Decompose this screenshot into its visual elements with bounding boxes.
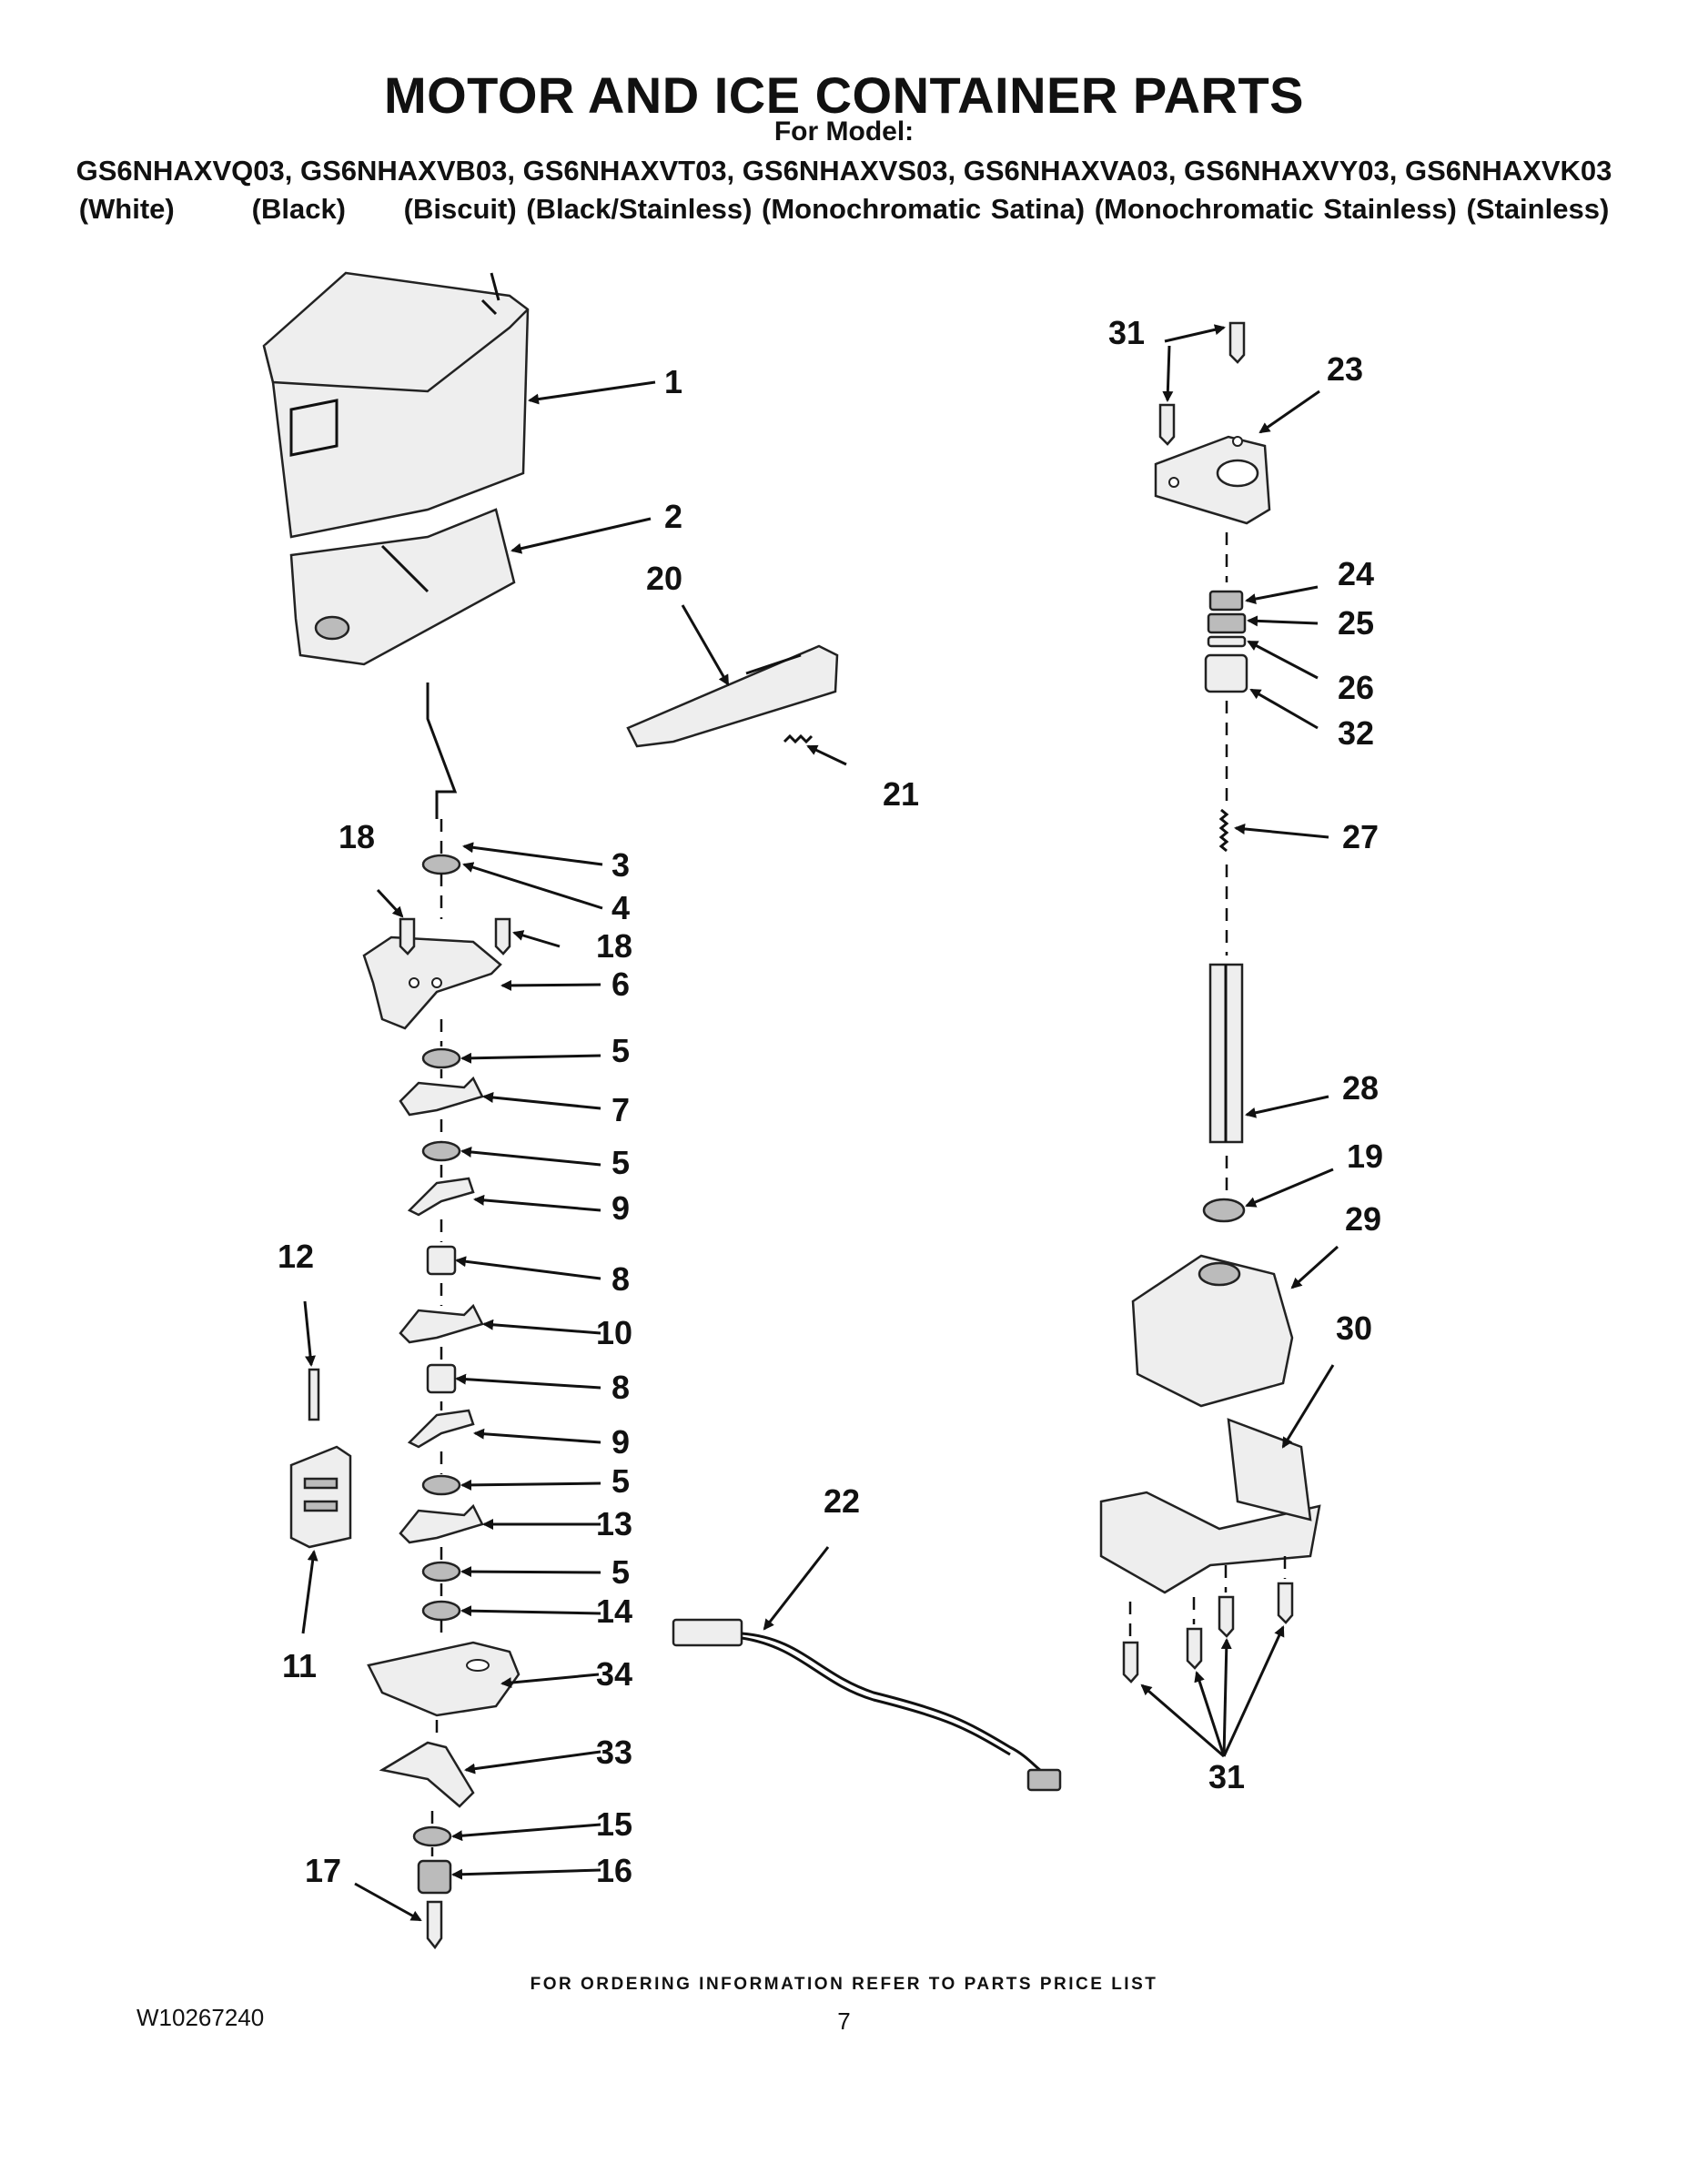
- motor-part-29: [1131, 1254, 1294, 1408]
- washer-part-14: [421, 1600, 461, 1622]
- callout-20: 20: [646, 560, 682, 597]
- screw-part-31-bottom: [1122, 1582, 1294, 1684]
- callout-5-b: 5: [612, 1144, 630, 1181]
- callout-11: 11: [282, 1647, 317, 1684]
- callout-17: 17: [305, 1852, 341, 1889]
- bracket-part-11: [289, 1445, 352, 1549]
- callout-31-top: 31: [1108, 314, 1145, 351]
- leader-lines: [301, 324, 1339, 1922]
- bearing-part-5-a: [421, 1047, 461, 1069]
- callout-33: 33: [596, 1734, 632, 1771]
- spacer-part-8-b: [426, 1363, 457, 1394]
- screw-part-18-b: [494, 917, 511, 956]
- callout-5-d: 5: [612, 1553, 630, 1591]
- bearing-part-5-d: [421, 1561, 461, 1582]
- pin-part-12: [308, 1368, 320, 1421]
- callout-2: 2: [664, 498, 682, 535]
- shutter-arm-part-20: [626, 644, 839, 748]
- callout-19: 19: [1347, 1138, 1383, 1175]
- callout-6: 6: [612, 966, 630, 1003]
- model-colors: (White) (Black) (Biscuit) (Black/Stainle…: [78, 193, 1610, 225]
- callout-31-bottom: 31: [1208, 1758, 1245, 1795]
- auger-crank-part-3: [426, 682, 458, 819]
- callout-15: 15: [596, 1805, 632, 1843]
- callout-5-a: 5: [612, 1032, 630, 1069]
- bearing-part-5-b: [421, 1140, 461, 1162]
- part-stack-left: [362, 819, 521, 1950]
- callout-34: 34: [596, 1655, 632, 1693]
- callout-27: 27: [1342, 818, 1379, 855]
- callout-3: 3: [612, 846, 630, 884]
- callout-7: 7: [612, 1091, 630, 1128]
- drive-stack-parts-24-26: [1204, 590, 1248, 693]
- bushing-part-19: [1202, 1198, 1246, 1223]
- callout-23: 23: [1327, 350, 1363, 388]
- callout-8-a: 8: [612, 1260, 630, 1298]
- blade-part-13: [399, 1503, 484, 1544]
- callout-13: 13: [596, 1505, 632, 1542]
- screw-part-18-a: [399, 917, 416, 956]
- spacer-part-8-a: [426, 1245, 457, 1276]
- callout-30: 30: [1336, 1309, 1372, 1347]
- blade-part-33: [379, 1741, 475, 1808]
- spring-part-27: [1218, 808, 1229, 853]
- blade-part-9-b: [407, 1409, 475, 1449]
- plate-part-34: [367, 1641, 521, 1717]
- callout-22: 22: [824, 1482, 860, 1520]
- screw-part-17: [426, 1900, 443, 1950]
- document-number: W10267240: [136, 2004, 265, 2031]
- screw-part-31-top: [1158, 321, 1246, 446]
- callout-12: 12: [278, 1238, 314, 1275]
- callout-29: 29: [1345, 1200, 1381, 1238]
- callout-1: 1: [664, 363, 682, 400]
- ordering-note: FOR ORDERING INFORMATION REFER TO PARTS …: [530, 1975, 1158, 1994]
- page-number: 7: [837, 2007, 851, 2035]
- bearing-part-5-c: [421, 1474, 461, 1496]
- washer-part-15: [412, 1825, 452, 1847]
- bushing-part-32: [1204, 653, 1248, 693]
- blade-part-9-a: [407, 1177, 475, 1217]
- motor-bracket-part-30: [1099, 1418, 1321, 1594]
- callout-5-c: 5: [612, 1462, 630, 1500]
- spring-part-21: [783, 733, 814, 744]
- callout-25: 25: [1338, 604, 1374, 642]
- drive-shaft-part-28: [1208, 963, 1244, 1144]
- page-title: MOTOR AND ICE CONTAINER PARTS: [383, 66, 1305, 124]
- callout-16: 16: [596, 1852, 632, 1889]
- ice-container-part-1: [262, 271, 530, 539]
- for-model-label: For Model:: [773, 116, 915, 147]
- callout-18-left: 18: [339, 818, 375, 855]
- motor-plate-part-23: [1154, 435, 1271, 525]
- callout-32: 32: [1338, 714, 1374, 752]
- callout-10: 10: [596, 1314, 632, 1351]
- ice-bucket-base-part-2: [289, 508, 516, 666]
- blade-part-10: [399, 1303, 484, 1344]
- washer-part-4: [421, 854, 461, 875]
- callout-21: 21: [883, 775, 919, 813]
- wire-harness-part-22: [672, 1618, 1062, 1792]
- callout-14: 14: [596, 1592, 632, 1630]
- model-numbers: GS6NHAXVQ03, GS6NHAXVB03, GS6NHAXVT03, G…: [76, 155, 1612, 187]
- callout-9-b: 9: [612, 1423, 630, 1461]
- blade-part-7: [399, 1076, 484, 1117]
- callout-28: 28: [1342, 1069, 1379, 1107]
- callout-26: 26: [1338, 669, 1374, 706]
- callout-24: 24: [1338, 555, 1374, 592]
- callout-18-right: 18: [596, 927, 632, 965]
- callout-4: 4: [612, 889, 630, 926]
- callout-8-b: 8: [612, 1369, 630, 1406]
- callout-9-a: 9: [612, 1189, 630, 1227]
- callout-numbers: 1 2 20 21 3 18 4 18 6 5 7 5 9 12 8 10 8 …: [278, 314, 1383, 1889]
- coupler-part-16: [417, 1859, 452, 1895]
